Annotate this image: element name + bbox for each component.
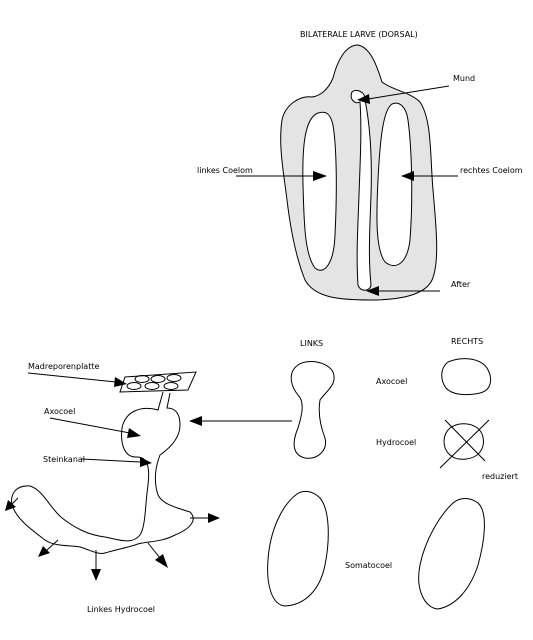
larva-title: BILATERALE LARVE (DORSAL) (300, 30, 418, 39)
arrow-line (46, 539, 59, 551)
label-anus: After (451, 280, 471, 289)
arrow-head (208, 513, 220, 523)
left-axo-hydrocoel-shape (290, 361, 335, 459)
row-label-somatocoel: Somatocoel (345, 561, 392, 570)
arrow-madreporite-line (27, 372, 117, 383)
arrow-head (5, 500, 16, 511)
arrow-head (91, 569, 101, 581)
arrow-left-coelom-head (313, 171, 327, 181)
madreporite-outline (119, 371, 197, 393)
arrow-head (155, 554, 168, 568)
header-rechts: RECHTS (451, 337, 483, 346)
larva-body (280, 44, 438, 301)
hydrocoel-arrows (5, 497, 220, 581)
madreporite-pore (126, 382, 142, 390)
label-stone-canal: Steinkanal (43, 455, 85, 464)
arrow-mouth-line (367, 85, 450, 100)
label-mouth: Mund (453, 74, 475, 83)
label-left-hydrocoel: Linkes Hydrocoel (87, 605, 155, 614)
gut-tube (350, 89, 372, 291)
arrow-axocoel-head (127, 428, 141, 438)
right-coelom-cavity (376, 102, 413, 266)
label-right-coelom: rechtes Coelom (460, 166, 523, 175)
arrow-madreporite-head (114, 377, 127, 387)
label-axocoel: Axocoel (44, 407, 75, 416)
madreporite-pore (166, 374, 182, 382)
cross-out-line (439, 419, 490, 469)
arrow-stone-canal-head (140, 457, 152, 467)
arrow-head (38, 546, 50, 557)
madreporite-pore (163, 382, 179, 390)
madreporite-pore (150, 375, 166, 383)
row-label-axocoel: Axocoel (376, 377, 407, 386)
right-axocoel-shape (441, 358, 492, 396)
right-somatocoel-shape (418, 498, 485, 610)
arrow-anus-head (366, 286, 379, 296)
hydrocoel-system-outline (11, 391, 194, 554)
arrow-axocoel-line (49, 417, 131, 434)
header-links: LINKS (300, 339, 323, 348)
row-label-hydrocoel: Hydrocoel (376, 438, 416, 447)
left-somatocoel-shape (267, 490, 329, 607)
left-coelom-cavity (302, 111, 337, 271)
right-hydrocoel-shape (443, 423, 484, 460)
madreporite-plate (119, 371, 197, 393)
label-reduced: reduziert (482, 472, 518, 481)
label-left-coelom: linkes Coelom (197, 166, 253, 175)
arrow-stone-canal-line (81, 458, 141, 463)
arrow-mouth-head (357, 94, 370, 104)
madreporite-pore (134, 375, 150, 383)
arrow-left-axocoel-head (189, 416, 202, 426)
arrow-right-coelom-head (401, 171, 414, 181)
cross-out-line (444, 419, 486, 462)
arrow-line (147, 542, 161, 559)
label-madreporite: Madreporenplatte (28, 362, 99, 371)
madreporite-pore (144, 382, 160, 390)
